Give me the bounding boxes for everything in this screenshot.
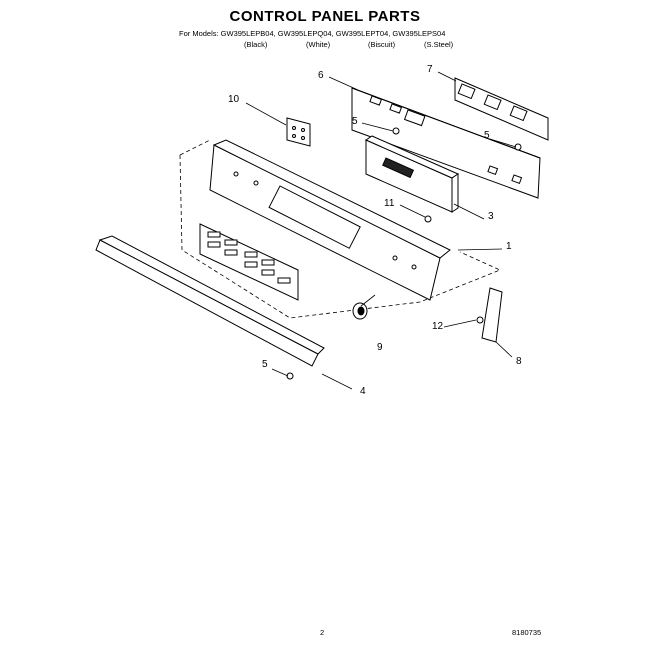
callout-3: 3 bbox=[488, 211, 494, 222]
bracket-10 bbox=[286, 117, 311, 147]
callout-5-upper: 5 bbox=[352, 116, 358, 127]
control-board bbox=[454, 77, 549, 141]
page-number: 2 bbox=[320, 628, 325, 637]
variant-black: (Black) bbox=[244, 40, 268, 49]
callout-9: 9 bbox=[377, 342, 383, 353]
callout-12: 12 bbox=[432, 321, 444, 332]
back-panel bbox=[351, 87, 541, 199]
callout-6: 6 bbox=[318, 70, 324, 81]
variant-biscuit: (Biscuit) bbox=[368, 40, 396, 49]
display-board bbox=[364, 135, 460, 213]
variant-white: (White) bbox=[306, 40, 331, 49]
leader-lines bbox=[245, 71, 517, 390]
callout-7: 7 bbox=[427, 64, 433, 75]
keypad-overlay bbox=[199, 223, 299, 301]
model-list: For Models: GW395LEPB04, GW395LEPQ04, GW… bbox=[179, 29, 446, 38]
callout-11: 11 bbox=[384, 198, 395, 209]
end-cap bbox=[481, 287, 503, 343]
page-title: CONTROL PANEL PARTS bbox=[229, 8, 421, 25]
knob bbox=[352, 302, 368, 320]
trim-strip bbox=[95, 235, 325, 367]
callout-8: 8 bbox=[516, 356, 522, 367]
screws bbox=[286, 127, 522, 380]
document-number: 8180735 bbox=[512, 628, 542, 637]
callout-1: 1 bbox=[506, 241, 512, 252]
callout-5-right: 5 bbox=[484, 130, 490, 141]
variant-stainless: (S.Steel) bbox=[424, 40, 454, 49]
callout-10: 10 bbox=[228, 94, 240, 105]
callout-4: 4 bbox=[360, 386, 366, 397]
control-panel bbox=[209, 139, 451, 301]
callout-5-lower: 5 bbox=[262, 359, 268, 370]
